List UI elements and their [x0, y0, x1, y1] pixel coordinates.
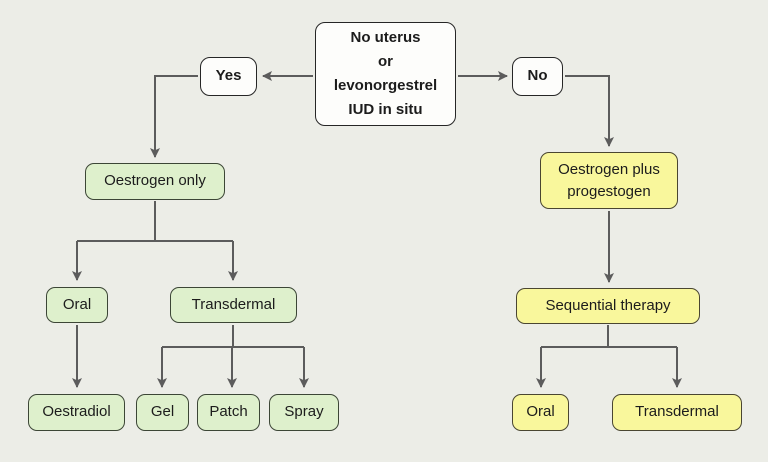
transdermal-route-node-left: Transdermal [170, 287, 297, 323]
yes-node: Yes [200, 57, 257, 96]
no-node: No [512, 57, 563, 96]
edge-yes-to-oestrogen-only [150, 75, 198, 158]
patch-node: Patch [197, 394, 260, 431]
transdermal-route-node-right: Transdermal [612, 394, 742, 431]
sequential-therapy-node: Sequential therapy [516, 288, 700, 324]
spray-node: Spray [269, 394, 339, 431]
gel-node: Gel [136, 394, 189, 431]
oestradiol-node: Oestradiol [28, 394, 125, 431]
decision-node: No uterus or levonorgestrel IUD in situ [315, 22, 456, 126]
edge-no-to-oestrogen-plus [565, 75, 614, 147]
oral-route-node-right: Oral [512, 394, 569, 431]
oestrogen-only-node: Oestrogen only [85, 163, 225, 200]
oestrogen-plus-progestogen-node: Oestrogen plus progestogen [540, 152, 678, 209]
oral-route-node-left: Oral [46, 287, 108, 323]
